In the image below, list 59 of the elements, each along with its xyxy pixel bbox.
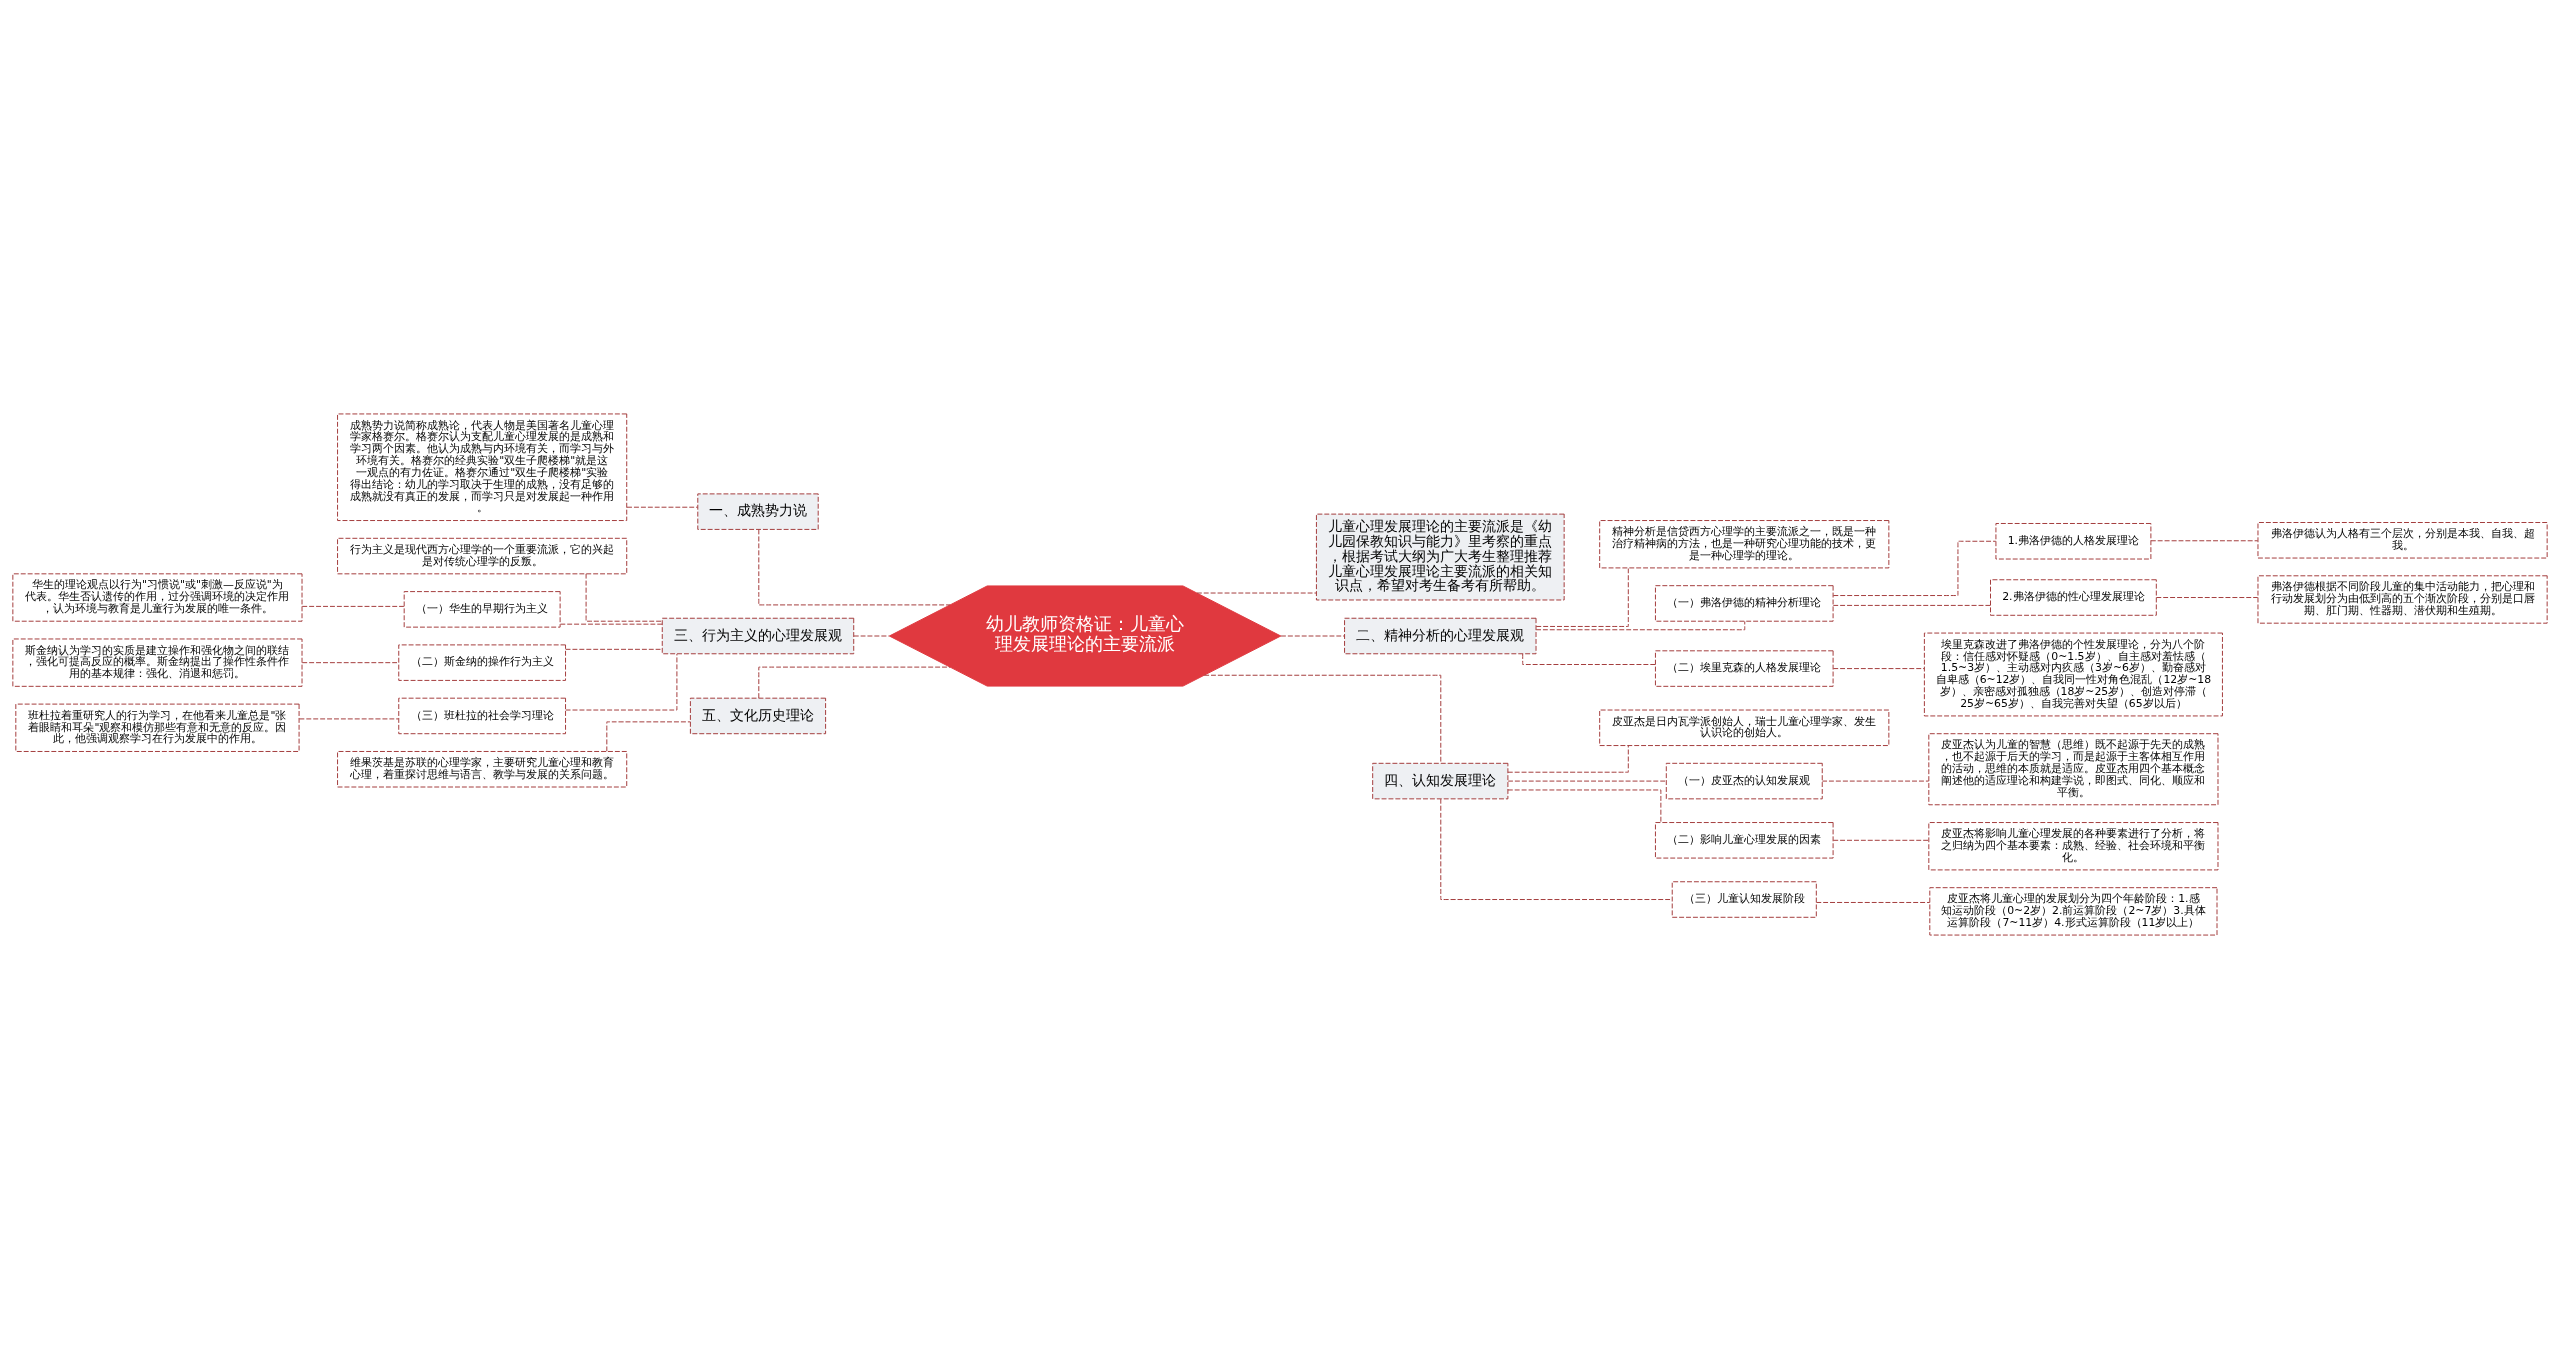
node-box: 皮亚杰将儿童心理的发展划分为四个年龄阶段：1.感知运动阶段（0~2岁）2.前运算阶段（2~7岁）3.具体运算阶段（7~11岁）4.形式运算阶段（11岁以上） bbox=[1929, 887, 2218, 936]
connector bbox=[626, 506, 699, 508]
connector bbox=[2150, 540, 2259, 542]
node-box: 班杜拉着重研究人的行为学习，在他看来儿童总是"张着眼睛和耳朵"观察和模仿那些有意和无意的反应。因此，他强调观察学习在行为发展中的作用。 bbox=[15, 703, 300, 752]
node-box: 一、成熟势力说 bbox=[697, 493, 819, 530]
node-box: 2.弗洛伊德的性心理发展理论 bbox=[1990, 579, 2157, 616]
connector bbox=[853, 635, 890, 637]
connector bbox=[1196, 592, 1317, 594]
connector bbox=[1821, 780, 1930, 782]
node-box: 三、行为主义的心理发展观 bbox=[661, 617, 855, 655]
node-box: （一）华生的早期行为主义 bbox=[403, 591, 561, 628]
connector bbox=[298, 718, 399, 720]
node-box: （一）皮亚杰的认知发展观 bbox=[1665, 762, 1823, 800]
node-box: 五、文化历史理论 bbox=[689, 697, 827, 735]
node-box: （三）班杜拉的社会学习理论 bbox=[398, 697, 567, 735]
connector bbox=[1816, 902, 1931, 903]
node-box: 维果茨基是苏联的心理学家，主要研究儿童心理和教育心理，着重探讨思维与语言、教学与发展的关系问题。 bbox=[337, 751, 628, 788]
connector bbox=[565, 648, 663, 650]
node-box: （二）影响儿童心理发展的因素 bbox=[1654, 822, 1834, 859]
node-box: 四、认知发展理论 bbox=[1372, 762, 1509, 800]
node-box: 成熟势力说简称成熟论，代表人物是美国著名儿童心理学家格赛尔。格赛尔认为支配儿童心理发展的是成熟和学习两个因素。他认为成熟与内环境有关，而学习与外环境有关。格赛尔的经典实验"双生子爬楼梯"就是这一观点的有力佐证。格赛尔通过"双生子爬楼梯"实验得出结论：幼儿的学习取决于生理的成熟，没有足够的成熟就没有真正的发展，而学习只是对发展起一种作用。 bbox=[337, 413, 628, 522]
connector bbox=[301, 662, 400, 664]
node-box: 儿童心理发展理论的主要流派是《幼儿园保教知识与能力》里考察的重点，根据考试大纲为广大考生整理推荐儿童心理发展理论主要流派的相关知识点，希望对考生备考有所帮助。 bbox=[1315, 513, 1565, 601]
connector bbox=[301, 605, 405, 607]
connector bbox=[585, 573, 663, 622]
node-box: （二）埃里克森的人格发展理论 bbox=[1654, 650, 1834, 687]
connector bbox=[1440, 798, 1673, 900]
connector bbox=[1507, 745, 1629, 773]
node-box: 皮亚杰将影响儿童心理发展的各种要素进行了分析，将之归纳为四个基本要素：成熟、经验、社会环境和平衡化。 bbox=[1928, 822, 2219, 871]
node-box: 弗洛伊德根据不同阶段儿童的集中活动能力，把心理和行动发展划分为由低到高的五个渐次阶段，分别是口唇期、肛门期、性器期、潜伏期和生殖期。 bbox=[2257, 575, 2548, 624]
connector bbox=[1203, 674, 1442, 764]
connector bbox=[1832, 668, 1925, 670]
node-box: 皮亚杰是日内瓦学派创始人，瑞士儿童心理学家、发生认识论的创始人。 bbox=[1599, 709, 1890, 747]
connector bbox=[1832, 604, 1991, 606]
node-box: 二、精神分析的心理发展观 bbox=[1344, 617, 1537, 655]
node-box: 皮亚杰认为儿童的智慧（思维）既不起源于先天的成熟，也不起源于后天的学习，而是起源于主客体相互作用的活动，思维的本质就是适应。皮亚杰用四个基本概念阐述他的适应理论和构建学说，即图式、同化、顺应和平衡。 bbox=[1928, 733, 2219, 806]
connector bbox=[1280, 635, 1345, 637]
connector bbox=[1832, 839, 1930, 841]
node-box: （二）斯金纳的操作行为主义 bbox=[398, 644, 567, 681]
connector bbox=[1522, 653, 1656, 665]
connector bbox=[2155, 597, 2259, 598]
node-box: 精神分析是信贷西方心理学的主要流派之一，既是一种治疗精神病的方法，也是一种研究心理功能的技术，更是一种心理学的理论。 bbox=[1599, 520, 1890, 569]
connector bbox=[559, 623, 663, 625]
node-box: 1.弗洛伊德的人格发展理论 bbox=[1995, 523, 2152, 560]
node-box: （三）儿童认知发展阶段 bbox=[1671, 881, 1817, 918]
connector bbox=[758, 529, 951, 606]
node-box: 华生的理论观点以行为"习惯说"或"刺激—反应说"为代表。华生否认遗传的作用，过分强调环境的决定作用，认为环境与教育是儿童行为发展的唯一条件。 bbox=[12, 573, 303, 622]
connector bbox=[565, 653, 678, 711]
node-box: 弗洛伊德认为人格有三个层次，分别是本我、自我、超我。 bbox=[2257, 522, 2548, 559]
connector bbox=[1507, 780, 1667, 782]
connector bbox=[606, 721, 691, 752]
connector bbox=[1535, 567, 1629, 627]
connector bbox=[1507, 789, 1662, 823]
node-box: 埃里克森改进了弗洛伊德的个性发展理论，分为八个阶段：信任感对怀疑感（0~1.5岁）、自主感对羞怯感（1.5~3岁）、主动感对内疚感（3岁~6岁）、勤奋感对自卑感（6~12岁）、自我同一性对角色混乱（12岁~18岁）、亲密感对孤独感（18岁~25岁）、创造对停滞（25岁~65岁）、自我完善对失望（65岁以后） bbox=[1923, 632, 2223, 717]
node-box: 行为主义是现代西方心理学的一个重要流派，它的兴起是对传统心理学的反叛。 bbox=[337, 537, 628, 575]
connector bbox=[758, 666, 951, 699]
connector bbox=[1832, 540, 1997, 597]
node-box: 斯金纳认为学习的实质是建立操作和强化物之间的联结，强化可提高反应的概率。斯金纳提出了操作性条件作用的基本规律：强化、消退和惩罚。 bbox=[12, 638, 303, 687]
node-box: （一）弗洛伊德的精神分析理论 bbox=[1654, 585, 1834, 622]
